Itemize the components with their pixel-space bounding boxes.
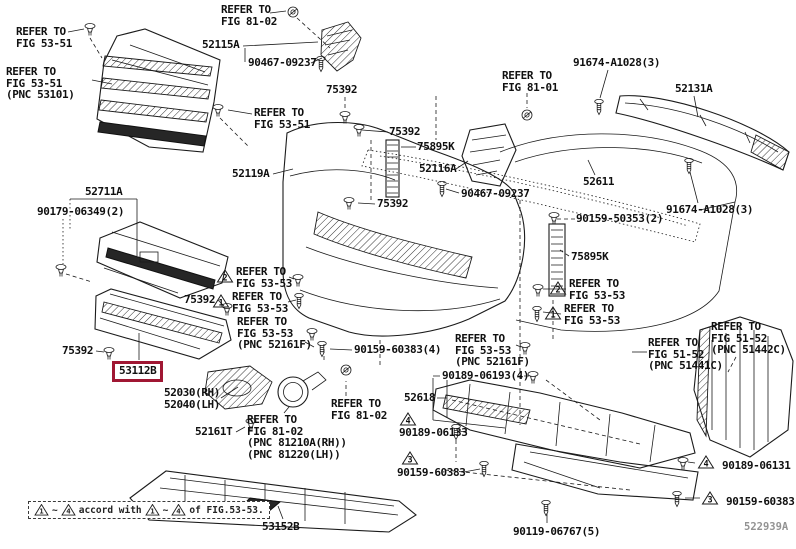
legend-triangle-icon: 4 bbox=[171, 504, 187, 516]
ref-note-fig51-52-a: REFER TO FIG 51-52 (PNC 51441C) bbox=[648, 336, 723, 372]
triangle-number: 1 bbox=[218, 299, 223, 309]
part-label-75392-a[interactable]: 75392 bbox=[326, 83, 358, 96]
part-label-52030-52040[interactable]: 52030(RH) 52040(LH) bbox=[164, 386, 221, 411]
figure-code: 522939A bbox=[744, 521, 789, 533]
part-label-90119-06767[interactable]: 90119-06767(5) bbox=[513, 525, 601, 538]
part-label-90467-09237-b[interactable]: 90467-09237 bbox=[461, 187, 530, 200]
ref-note-fig53-51-c: REFER TO FIG 53-51 bbox=[254, 106, 311, 131]
part-label-90159-60383-a[interactable]: 90159-60383(4) bbox=[354, 343, 442, 356]
part-label-90189-06131[interactable]: 90189-06131 bbox=[722, 459, 791, 472]
part-label-75895K-a[interactable]: 75895K bbox=[417, 140, 455, 153]
triangle-number: 4 bbox=[405, 417, 410, 427]
triangle-number: 3 bbox=[707, 496, 712, 506]
drawing-bracket-52116A bbox=[461, 123, 517, 187]
ref-note-fig53-51-b: REFER TO FIG 53-51 (PNC 53101) bbox=[6, 65, 75, 101]
part-label-52116A[interactable]: 52116A bbox=[419, 162, 457, 175]
part-label-91674-A1028-a[interactable]: 91674-A1028(3) bbox=[573, 56, 661, 69]
part-label-52115A[interactable]: 52115A bbox=[202, 38, 240, 51]
ref-note-fig53-53-e: REFER TO FIG 53-53 bbox=[569, 277, 626, 302]
drawing-seal-75895K-b bbox=[548, 223, 566, 297]
triangle-number: 2 bbox=[555, 286, 560, 296]
legend-sep: ~ bbox=[162, 504, 169, 516]
ref-note-fig81-02-a: REFER TO FIG 81-02 bbox=[221, 3, 278, 28]
drawing-grille-lower-52711A bbox=[96, 221, 229, 299]
part-label-75392-c[interactable]: 75392 bbox=[184, 293, 216, 306]
ref-note-fig53-53-f: REFER TO FIG 53-53 bbox=[564, 302, 621, 327]
svg-text:4: 4 bbox=[177, 507, 182, 516]
part-label-90189-06193[interactable]: 90189-06193(4) bbox=[442, 369, 530, 382]
svg-text:1: 1 bbox=[39, 507, 44, 516]
svg-text:4: 4 bbox=[66, 507, 71, 516]
ref-note-fig53-53-a: REFER TO FIG 53-53 bbox=[236, 265, 293, 290]
part-label-53152B[interactable]: 53152B bbox=[262, 520, 300, 533]
part-label-52131A[interactable]: 52131A bbox=[675, 82, 713, 95]
part-label-75392-b[interactable]: 75392 bbox=[389, 125, 421, 138]
triangle-number: 2 bbox=[222, 274, 227, 284]
part-label-90467-09237-a[interactable]: 90467-09237 bbox=[248, 56, 317, 69]
drawing-bumper-cover bbox=[282, 96, 554, 425]
drawing-filler-53112B bbox=[94, 288, 232, 360]
part-label-75895K-b[interactable]: 75895K bbox=[571, 250, 609, 263]
drawing-bracket-52115A bbox=[320, 21, 362, 72]
part-label-90159-50353[interactable]: 90159-50353(2) bbox=[576, 212, 664, 225]
triangle-number: 3 bbox=[407, 456, 412, 466]
triangle-number: 4 bbox=[703, 460, 708, 470]
drawing-hood-outline bbox=[499, 133, 737, 332]
part-label-52711A[interactable]: 52711A bbox=[85, 185, 123, 198]
part-label-53112B[interactable]: 53112B bbox=[119, 364, 157, 377]
drawing-cowl-louver-52131A bbox=[615, 95, 790, 171]
ref-note-fig53-53-c: REFER TO FIG 53-53 (PNC 52161F) bbox=[237, 315, 312, 351]
leader-lines bbox=[62, 10, 737, 523]
triangle-markers: 2 1 2 1 4 3 4 3 bbox=[212, 269, 719, 506]
legend-sep: ~ bbox=[52, 504, 58, 516]
legend-suffix: of FIG.53-53. bbox=[189, 504, 264, 516]
drawing-seal-75895K-a bbox=[385, 139, 400, 198]
triangle-number: 1 bbox=[550, 311, 555, 321]
drawing-fog-bezel bbox=[204, 365, 273, 410]
highlight-box-53112B[interactable]: 53112B bbox=[112, 361, 164, 382]
part-label-90159-60383-b[interactable]: 90159-60383 bbox=[397, 466, 466, 479]
part-label-52618[interactable]: 52618 bbox=[404, 391, 436, 404]
part-label-91674-A1028-b[interactable]: 91674-A1028(3) bbox=[666, 203, 754, 216]
part-label-52611[interactable]: 52611 bbox=[583, 175, 615, 188]
legend-box: 1 ~ 4 accord with 1 ~ 4 of FIG.53-53. bbox=[28, 501, 270, 519]
part-label-90179-06349[interactable]: 90179-06349(2) bbox=[37, 205, 125, 218]
ref-note-fig51-52-b: REFER TO FIG 51-52 (PNC 51442C) bbox=[711, 320, 786, 356]
svg-text:1: 1 bbox=[150, 507, 155, 516]
legend-triangle-icon: 4 bbox=[60, 504, 76, 516]
part-label-75392-e[interactable]: 75392 bbox=[377, 197, 409, 210]
ref-note-fig81-02-b: REFER TO FIG 81-02 bbox=[331, 397, 388, 422]
legend-text: accord with bbox=[78, 504, 142, 516]
drawing-fog-lamp bbox=[277, 371, 327, 408]
ref-note-fig81-02-c: REFER TO FIG 81-02 (PNC 81210A(RH)) (PNC… bbox=[247, 413, 347, 461]
drawing-absorber-52618 bbox=[432, 379, 699, 501]
ref-note-fig53-53-d: REFER TO FIG 53-53 (PNC 52161F) bbox=[455, 332, 530, 368]
ref-note-fig53-53-b: REFER TO FIG 53-53 bbox=[232, 290, 289, 315]
legend-triangle-icon: 1 bbox=[144, 504, 160, 516]
drawing-cowl-brace-52611 bbox=[361, 149, 701, 243]
part-label-52119A[interactable]: 52119A bbox=[232, 167, 270, 180]
part-label-52161T[interactable]: 52161T bbox=[195, 425, 233, 438]
ref-note-fig81-01: REFER TO FIG 81-01 bbox=[502, 69, 559, 94]
legend-triangle-icon: 1 bbox=[34, 504, 49, 516]
part-label-90159-60383-c[interactable]: 90159-60383 bbox=[726, 495, 795, 508]
part-label-90189-06133[interactable]: 90189-06133 bbox=[399, 426, 468, 439]
drawing-grille-upper bbox=[96, 28, 221, 153]
ref-note-fig53-51-a: REFER TO FIG 53-51 bbox=[16, 25, 73, 50]
drawing-fender-liner bbox=[693, 316, 794, 458]
part-label-75392-d[interactable]: 75392 bbox=[62, 344, 94, 357]
